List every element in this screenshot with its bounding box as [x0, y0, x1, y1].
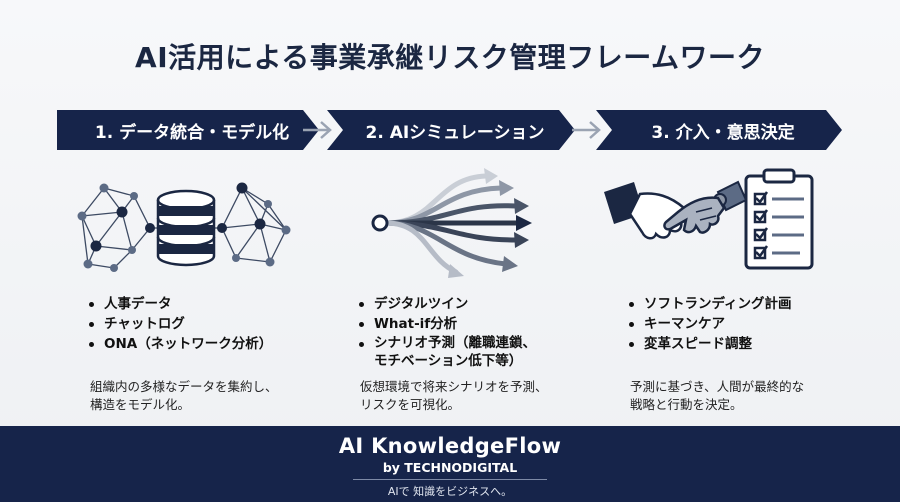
tagline: AIで 知識をビジネスへ。	[387, 485, 513, 498]
list-item: ONA（ネットワーク分析）	[86, 334, 272, 354]
step-2-description: 仮想環境で将来シナリオを予測、 リスクを可視化。	[360, 379, 548, 412]
network-database-icon	[77, 182, 291, 272]
chevron-right-icon	[572, 121, 601, 139]
list-item: What-if分析	[356, 314, 536, 334]
step-1-list: 人事データ チャットログ ONA（ネットワーク分析）	[86, 294, 272, 354]
step-3-description: 予測に基づき、人間が最終的な 戦略と行動を決定。	[630, 379, 805, 412]
list-item: デジタルツイン	[356, 294, 536, 314]
brand-subtitle: by TECHNODIGITAL	[382, 460, 518, 475]
list-item: キーマンケア	[626, 314, 792, 334]
step-2-label: 2. AIシミュレーション	[365, 122, 545, 143]
handshake-checklist-icon	[604, 168, 814, 270]
step-1-description: 組織内の多様なデータを集約し、 構造をモデル化。	[90, 379, 278, 412]
list-item: チャットログ	[86, 314, 272, 334]
branching-arrows-icon	[371, 168, 532, 278]
step-2-banner: 2. AIシミュレーション	[327, 110, 575, 150]
footer: AI KnowledgeFlow by TECHNODIGITAL AIで 知識…	[0, 426, 900, 502]
step-3-banner: 3. 介入・意思決定	[596, 110, 842, 150]
step-2-list: デジタルツイン What-if分析 シナリオ予測（離職連鎖、 モチベーション低下…	[356, 294, 536, 370]
list-item: 人事データ	[86, 294, 272, 314]
brand-name: AI KnowledgeFlow	[338, 434, 562, 458]
list-item: 変革スピード調整	[626, 334, 792, 354]
list-item: ソフトランディング計画	[626, 294, 792, 314]
step-3-label: 3. 介入・意思決定	[651, 122, 795, 143]
page-title: AI活用による事業承継リスク管理フレームワーク	[135, 41, 765, 74]
footer-divider	[353, 479, 547, 480]
step-1-label: 1. データ統合・モデル化	[94, 122, 290, 143]
step-3-list: ソフトランディング計画 キーマンケア 変革スピード調整	[626, 294, 792, 354]
step-1-banner: 1. データ統合・モデル化	[57, 110, 319, 150]
list-item: シナリオ予測（離職連鎖、 モチベーション低下等）	[356, 334, 536, 370]
chevron-right-icon	[303, 121, 332, 139]
